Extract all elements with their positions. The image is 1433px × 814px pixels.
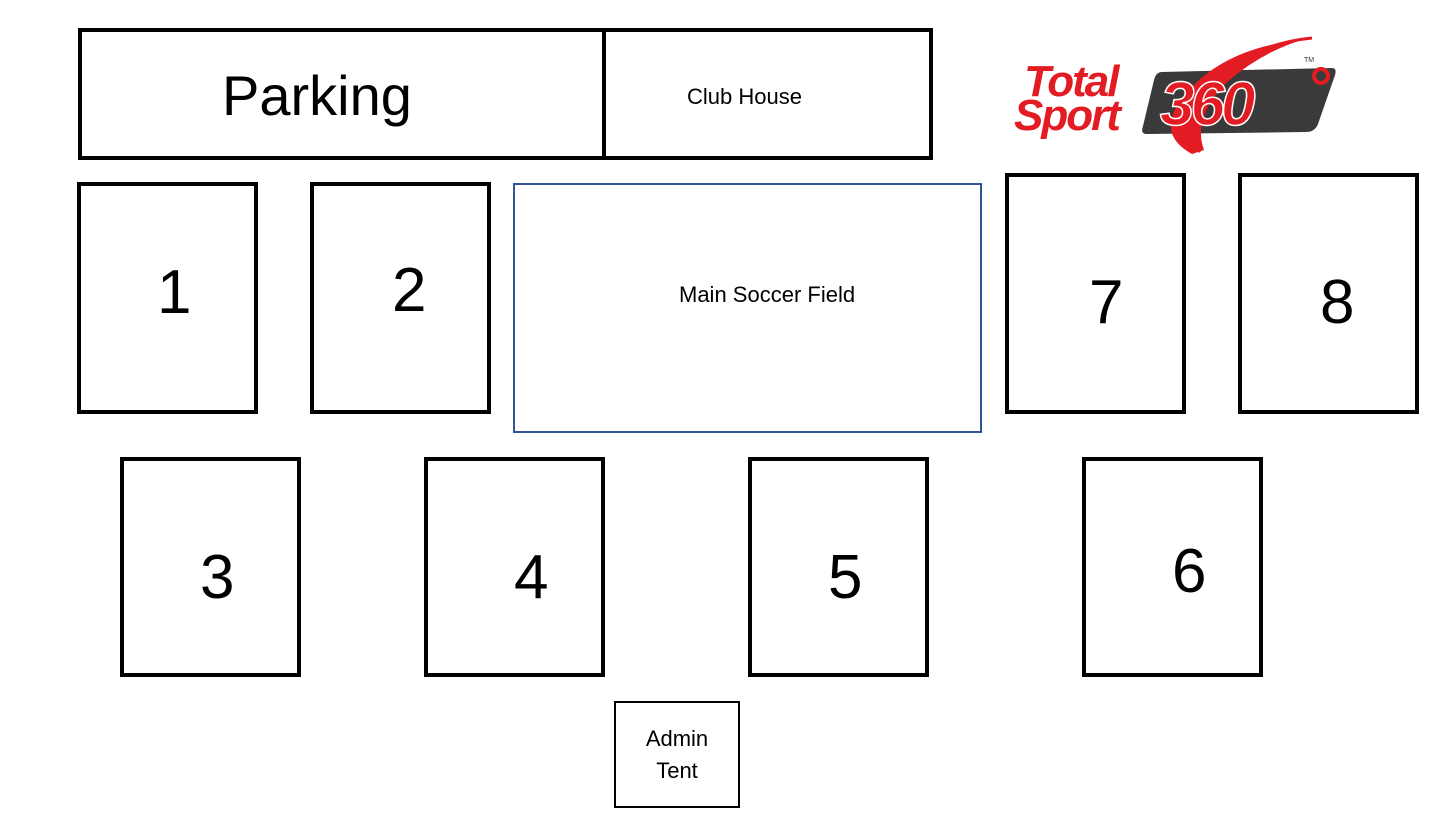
field-1-number: 1 bbox=[157, 258, 192, 327]
totalsport360-logo: 360 TM Total Sport bbox=[1012, 32, 1342, 162]
admin-tent: Admin Tent bbox=[614, 701, 740, 808]
parking-area: Parking bbox=[78, 28, 606, 160]
trademark-icon: TM bbox=[1304, 57, 1314, 64]
field-5: 5 bbox=[748, 457, 929, 677]
field-2-number: 2 bbox=[392, 256, 427, 325]
logo-word-total: Total bbox=[1024, 57, 1119, 106]
admin-tent-label-line-2: Tent bbox=[656, 758, 698, 783]
swoosh-icon: 360 TM bbox=[1142, 36, 1336, 154]
field-3-number: 3 bbox=[200, 543, 235, 612]
admin-tent-label-line-1: Admin bbox=[645, 726, 709, 751]
field-5-number: 5 bbox=[828, 543, 863, 612]
field-4-number: 4 bbox=[514, 543, 549, 612]
admin-tent-label: Admin Tent bbox=[616, 723, 738, 787]
logo-word-sport: Sport bbox=[1014, 91, 1121, 140]
field-1: 1 bbox=[77, 182, 258, 414]
field-8: 8 bbox=[1238, 173, 1419, 414]
club-house-area: Club House bbox=[602, 28, 933, 160]
main-soccer-field-label: Main Soccer Field bbox=[679, 282, 856, 307]
club-house-label: Club House bbox=[687, 84, 802, 109]
field-4: 4 bbox=[424, 457, 605, 677]
field-7-number: 7 bbox=[1089, 268, 1124, 337]
field-2: 2 bbox=[310, 182, 491, 414]
parking-label: Parking bbox=[222, 64, 412, 127]
field-6: 6 bbox=[1082, 457, 1263, 677]
field-7: 7 bbox=[1005, 173, 1186, 414]
logo-number: 360 bbox=[1160, 70, 1255, 139]
degree-icon bbox=[1312, 67, 1330, 85]
field-8-number: 8 bbox=[1320, 268, 1355, 337]
field-6-number: 6 bbox=[1172, 537, 1207, 606]
field-3: 3 bbox=[120, 457, 301, 677]
main-soccer-field: Main Soccer Field bbox=[513, 183, 982, 433]
